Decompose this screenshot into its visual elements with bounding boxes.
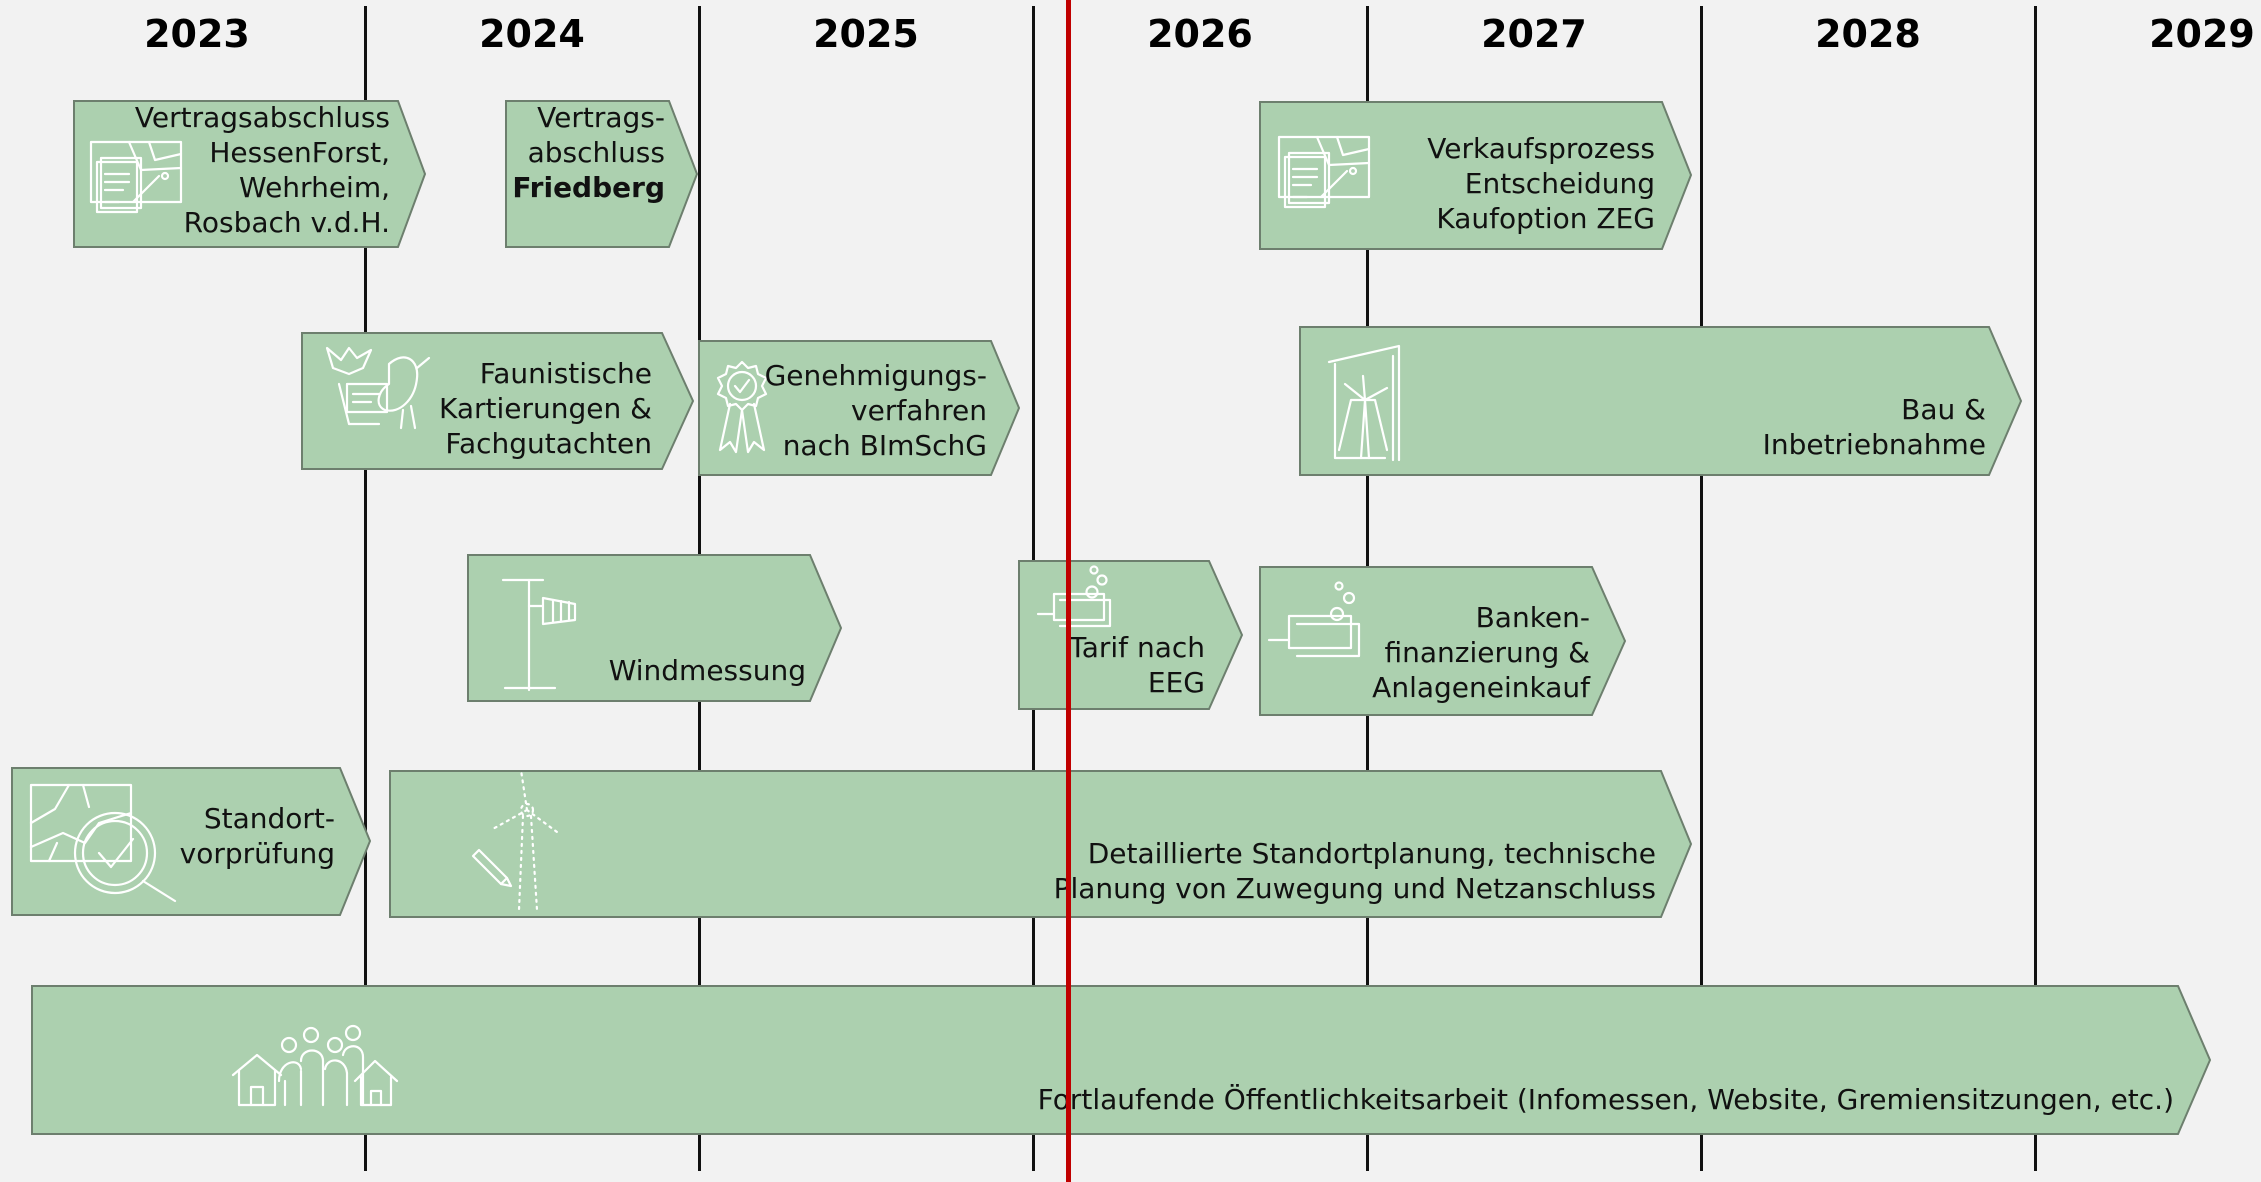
year-divider bbox=[2034, 6, 2037, 1171]
task-label: Planung von Zuwegung und Netzanschluss bbox=[1053, 872, 1656, 905]
task-label: Inbetriebnahme bbox=[1762, 428, 1986, 461]
task-faunistische-kartierungen: Faunistische Kartierungen & Fachgutachte… bbox=[301, 332, 695, 470]
task-label: Kartierungen & bbox=[438, 392, 652, 425]
task-label: Detaillierte Standortplanung, technische bbox=[1087, 837, 1656, 870]
task-label: Rosbach v.d.H. bbox=[183, 206, 390, 239]
community-icon bbox=[231, 1021, 403, 1107]
task-label: Kaufoption ZEG bbox=[1436, 202, 1655, 235]
task-label: Verkaufsprozess bbox=[1427, 132, 1655, 165]
year-label: 2024 bbox=[479, 12, 585, 56]
task-label: HessenForst, bbox=[209, 136, 390, 169]
task-label: Fortlaufende Öffentlichkeitsarbeit (Info… bbox=[1037, 1083, 2174, 1116]
year-label: 2023 bbox=[144, 12, 250, 56]
task-label: Faunistische bbox=[479, 357, 652, 390]
year-label: 2026 bbox=[1147, 12, 1253, 56]
contract-icon bbox=[1277, 135, 1373, 211]
year-label: 2028 bbox=[1815, 12, 1921, 56]
year-label: 2029 bbox=[2149, 12, 2255, 56]
task-vertragsabschluss-friedberg: Vertrags- abschluss Friedberg bbox=[505, 100, 699, 248]
task-label: Tarif nach bbox=[1069, 631, 1205, 664]
task-label: Wehrheim, bbox=[239, 171, 390, 204]
task-label: Bau & bbox=[1901, 393, 1986, 426]
task-label: Anlageneinkauf bbox=[1372, 671, 1590, 704]
map-check-icon bbox=[29, 783, 185, 907]
windsock-icon bbox=[501, 578, 583, 692]
task-label: finanzierung & bbox=[1384, 636, 1590, 669]
today-marker-line bbox=[1066, 0, 1071, 1182]
task-label: verfahren bbox=[851, 394, 987, 427]
money-icon bbox=[1034, 564, 1126, 628]
task-vertragsabschluss-hessenforst: Vertragsabschluss HessenForst, Wehrheim,… bbox=[73, 100, 427, 248]
money-icon bbox=[1265, 578, 1375, 658]
contract-icon bbox=[89, 140, 185, 216]
year-label: 2027 bbox=[1481, 12, 1587, 56]
task-label: Vertrags- bbox=[537, 101, 665, 134]
crane-turbine-icon bbox=[1325, 340, 1409, 462]
task-oeffentlichkeitsarbeit: Fortlaufende Öffentlichkeitsarbeit (Info… bbox=[31, 985, 2212, 1135]
task-label: Genehmigungs- bbox=[764, 359, 987, 392]
year-divider bbox=[1700, 6, 1703, 1171]
task-tarif-eeg: Tarif nach EEG bbox=[1018, 560, 1244, 710]
certificate-icon bbox=[714, 360, 770, 456]
turbine-pen-icon bbox=[471, 768, 561, 912]
task-verkaufsprozess: Verkaufsprozess Entscheidung Kaufoption … bbox=[1259, 101, 1693, 250]
task-label: Friedberg bbox=[512, 171, 665, 204]
task-label: vorprüfung bbox=[179, 837, 335, 870]
task-label: abschluss bbox=[527, 136, 665, 169]
year-label: 2025 bbox=[813, 12, 919, 56]
task-standortvorpruefung: Standort- vorprüfung bbox=[11, 767, 372, 916]
task-label: Fachgutachten bbox=[445, 427, 652, 460]
birds-icon bbox=[319, 344, 435, 430]
task-label: Banken- bbox=[1475, 601, 1590, 634]
task-label: Windmessung bbox=[608, 654, 806, 687]
task-label: Standort- bbox=[203, 802, 335, 835]
task-genehmigungsverfahren: Genehmigungs- verfahren nach BImSchG bbox=[698, 340, 1021, 476]
year-divider bbox=[364, 6, 367, 1171]
task-label: Entscheidung bbox=[1464, 167, 1655, 200]
task-windmessung: Windmessung bbox=[467, 554, 843, 702]
task-label: nach BImSchG bbox=[782, 429, 987, 462]
task-bau-inbetriebnahme: Bau & Inbetriebnahme bbox=[1299, 326, 2023, 476]
task-bankenfinanzierung: Banken- finanzierung & Anlageneinkauf bbox=[1259, 566, 1627, 716]
task-label: Vertragsabschluss bbox=[134, 101, 390, 134]
task-label: EEG bbox=[1147, 666, 1205, 699]
task-standortplanung: Detaillierte Standortplanung, technische… bbox=[389, 768, 1693, 918]
